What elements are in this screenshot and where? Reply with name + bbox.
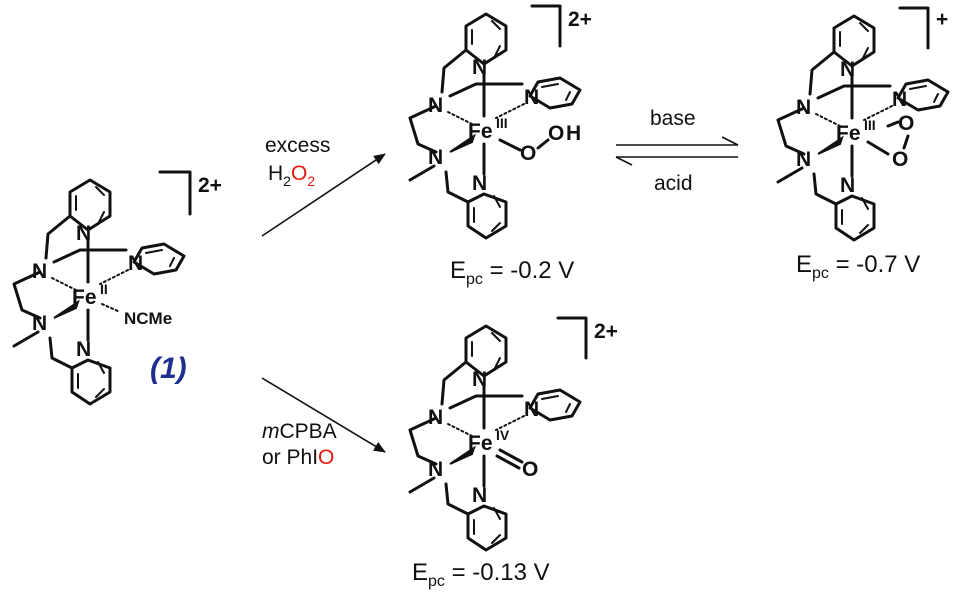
potential-hydroperoxo: Epc = -0.2 V bbox=[450, 257, 574, 288]
atom-o-proximal: O bbox=[520, 142, 536, 165]
ligand-ncme: NCMe bbox=[124, 309, 172, 328]
atom-n-upper-amine: N bbox=[796, 96, 811, 119]
complex-start: N N N N N Fe II NCMe 2+ (1) bbox=[12, 170, 222, 406]
atom-n-top: N bbox=[76, 222, 91, 245]
charge: 2+ bbox=[568, 8, 592, 31]
reagent-upper-formula: H2O2 bbox=[268, 162, 315, 189]
atom-n-upper-amine: N bbox=[32, 260, 47, 283]
atom-n-lower-amine: N bbox=[796, 148, 811, 171]
atom-n-equatorial: N bbox=[128, 252, 143, 275]
atom-n-equatorial: N bbox=[892, 88, 907, 111]
atom-n-bottom: N bbox=[472, 172, 487, 195]
atom-n-equatorial: N bbox=[524, 398, 539, 421]
atom-n-upper-amine: N bbox=[428, 406, 443, 429]
atom-h: H bbox=[566, 122, 581, 145]
charge: + bbox=[936, 8, 948, 31]
atom-fe: Fe bbox=[836, 122, 861, 145]
reverse-label: acid bbox=[654, 172, 693, 195]
atom-n-bottom: N bbox=[472, 484, 487, 507]
atom-n-lower-amine: N bbox=[428, 146, 443, 169]
atom-n-equatorial: N bbox=[524, 86, 539, 109]
complex-hydroperoxo: N N N N N Fe III O O H 2+ bbox=[408, 4, 592, 240]
atom-n-upper-amine: N bbox=[428, 94, 443, 117]
atom-n-bottom: N bbox=[76, 338, 91, 361]
reagent-lower-line2: or PhIO bbox=[262, 446, 334, 469]
atom-fe: Fe bbox=[468, 120, 493, 143]
atom-fe: Fe bbox=[72, 286, 97, 309]
reagent-upper-line1: excess bbox=[265, 134, 330, 157]
oxidation-state: IV bbox=[496, 427, 510, 443]
atom-n-top: N bbox=[472, 368, 487, 391]
atom-o-distal: O bbox=[548, 122, 564, 145]
atom-o-upper: O bbox=[898, 112, 914, 135]
complex-oxo: N N N N N Fe IV O 2+ bbox=[408, 316, 618, 552]
atom-n-lower-amine: N bbox=[428, 458, 443, 481]
arrow-to-oxo bbox=[261, 377, 386, 453]
forward-label: base bbox=[650, 107, 696, 130]
atom-fe: Fe bbox=[468, 432, 493, 455]
atom-n-bottom: N bbox=[840, 174, 855, 197]
atom-o-oxo: O bbox=[522, 458, 538, 481]
oxidation-state: II bbox=[100, 281, 108, 297]
atom-n-lower-amine: N bbox=[32, 312, 47, 335]
charge: 2+ bbox=[198, 174, 222, 197]
oxidation-state: III bbox=[496, 115, 508, 131]
potential-peroxo: Epc = -0.7 V bbox=[796, 251, 920, 282]
atom-n-top: N bbox=[472, 56, 487, 79]
arrow-to-hydroperoxo bbox=[261, 153, 386, 237]
compound-label: (1) bbox=[150, 352, 187, 385]
atom-n-top: N bbox=[840, 58, 855, 81]
charge: 2+ bbox=[594, 320, 618, 343]
atom-o-lower: O bbox=[892, 148, 908, 171]
oxidation-state: III bbox=[864, 117, 876, 133]
reagent-lower-line1: mCPBA bbox=[262, 420, 337, 443]
complex-peroxo: N N N N N Fe III O O + bbox=[776, 6, 950, 242]
potential-oxo: Epc = -0.13 V bbox=[412, 559, 550, 590]
